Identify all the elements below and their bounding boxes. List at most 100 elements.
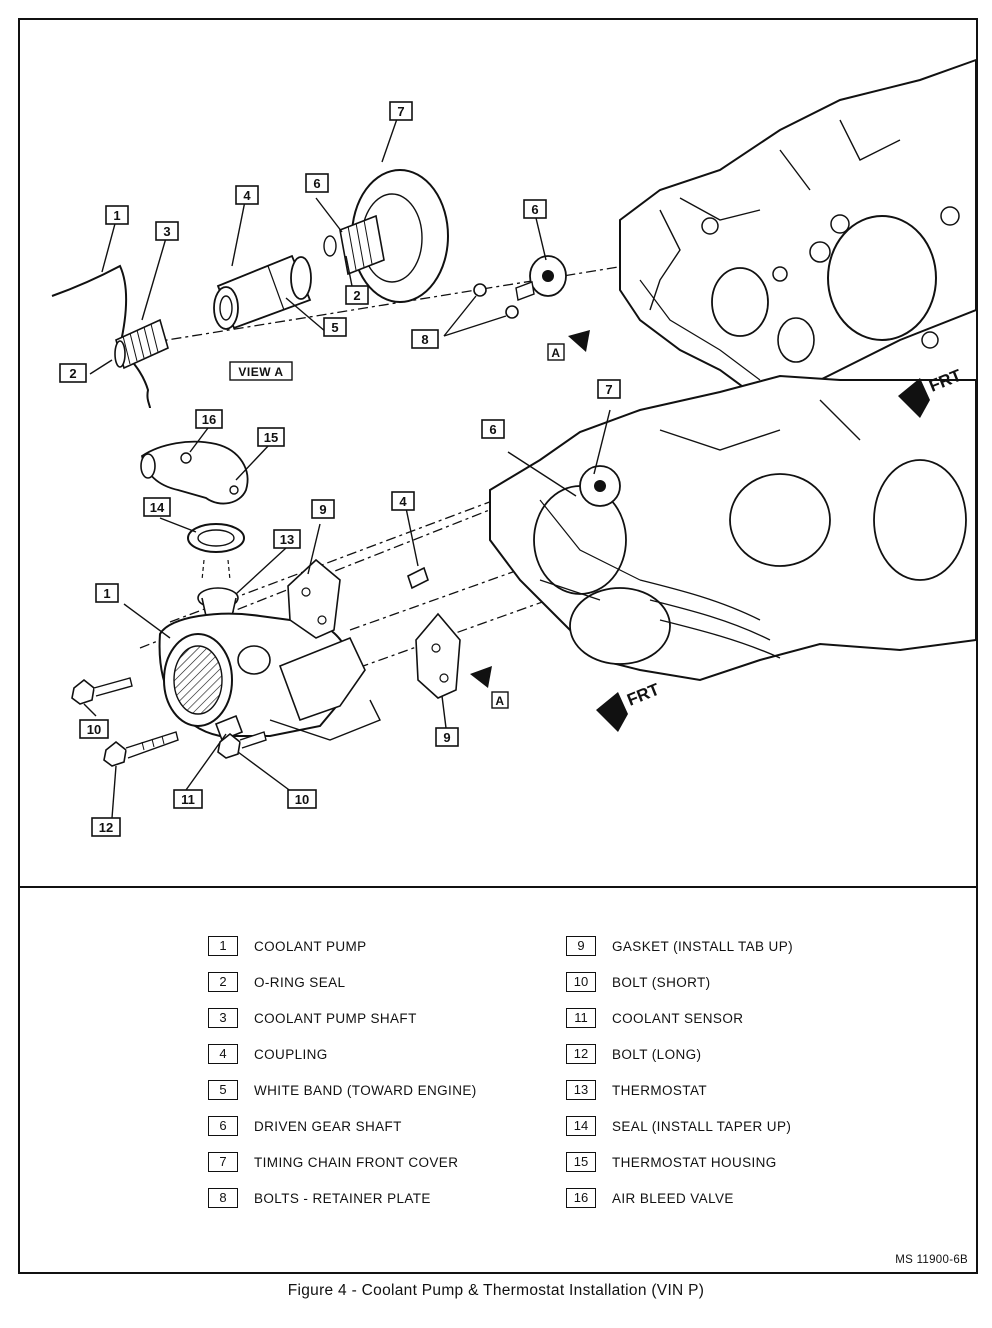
callout-bottom-9b: 9	[435, 727, 459, 747]
callout-top-6a: 6	[305, 173, 329, 193]
callout-bottom-7: 7	[597, 379, 621, 399]
legend-label: O-RING SEAL	[254, 974, 346, 990]
svg-text:A: A	[551, 346, 560, 360]
callout-bottom-9a: 9	[311, 499, 335, 519]
legend-number: 1	[208, 936, 238, 956]
callout-top-7: 7	[389, 101, 413, 121]
svg-text:8: 8	[421, 332, 428, 347]
legend-label: COOLANT PUMP	[254, 938, 367, 954]
legend-number: 15	[566, 1152, 596, 1172]
exploded-diagram: VIEW A A A FRT FRT 1 3 2 4 5 6 2 7 6 8 1…	[51, 58, 976, 837]
svg-text:12: 12	[99, 820, 113, 835]
legend-number: 13	[566, 1080, 596, 1100]
engine-block-bottom	[489, 374, 976, 682]
callout-top-8: 8	[411, 329, 439, 349]
legend-number: 2	[208, 972, 238, 992]
legend-label: BOLT (LONG)	[612, 1046, 702, 1062]
legend-number: 5	[208, 1080, 238, 1100]
svg-text:7: 7	[397, 104, 404, 119]
view-marker-bottom: A	[491, 691, 509, 709]
legend-label: COUPLING	[254, 1046, 328, 1062]
coolant-sensor	[214, 714, 244, 742]
svg-text:6: 6	[313, 176, 320, 191]
view-a-arrow-top	[568, 330, 590, 352]
view-a-arrow-bottom	[470, 666, 492, 688]
svg-text:VIEW A: VIEW A	[238, 365, 283, 379]
pump-shaft	[114, 318, 169, 370]
front-arrow-bottom	[596, 692, 628, 732]
legend-item: 10 BOLT (SHORT)	[566, 964, 793, 1000]
svg-text:9: 9	[443, 730, 450, 745]
legend-number: 11	[566, 1008, 596, 1028]
legend-item: 7 TIMING CHAIN FRONT COVER	[208, 1144, 477, 1180]
legend-label: THERMOSTAT HOUSING	[612, 1154, 777, 1170]
front-arrow-top	[898, 378, 930, 418]
svg-text:10: 10	[295, 792, 309, 807]
legend-item: 13 THERMOSTAT	[566, 1072, 793, 1108]
callout-top-4: 4	[235, 185, 259, 205]
thermostat-housing	[140, 440, 249, 505]
callout-bottom-10b: 10	[287, 789, 317, 809]
legend-label: AIR BLEED VALVE	[612, 1190, 734, 1206]
legend-item: 9 GASKET (INSTALL TAB UP)	[566, 928, 793, 964]
legend-label: COOLANT PUMP SHAFT	[254, 1010, 417, 1026]
view-a-label: VIEW A	[229, 361, 293, 381]
bolt-short-lower	[217, 731, 267, 759]
callout-bottom-16: 16	[195, 409, 223, 429]
legend-label: TIMING CHAIN FRONT COVER	[254, 1154, 459, 1170]
legend-item: 2 O-RING SEAL	[208, 964, 477, 1000]
legend-number: 16	[566, 1188, 596, 1208]
legend-label: BOLT (SHORT)	[612, 974, 711, 990]
legend-label: WHITE BAND (TOWARD ENGINE)	[254, 1082, 477, 1098]
legend-label: THERMOSTAT	[612, 1082, 707, 1098]
callout-top-2a: 2	[59, 363, 87, 383]
legend-number: 8	[208, 1188, 238, 1208]
legend-item: 16 AIR BLEED VALVE	[566, 1180, 793, 1216]
svg-text:5: 5	[331, 320, 338, 335]
callout-top-5: 5	[323, 317, 347, 337]
bolt-long	[103, 731, 179, 767]
figure-frame: VIEW A A A FRT FRT 1 3 2 4 5 6 2 7 6 8 1…	[18, 18, 978, 1274]
bolt-short-upper	[71, 677, 133, 705]
svg-text:10: 10	[87, 722, 101, 737]
coupling-small	[407, 566, 429, 590]
legend-item: 1 COOLANT PUMP	[208, 928, 477, 964]
svg-text:2: 2	[353, 288, 360, 303]
thermostat-seal	[187, 523, 245, 581]
legend-label: GASKET (INSTALL TAB UP)	[612, 938, 793, 954]
callout-bottom-6: 6	[481, 419, 505, 439]
legend-number: 9	[566, 936, 596, 956]
figure-caption: Figure 4 - Coolant Pump & Thermostat Ins…	[287, 1282, 705, 1299]
legend-item: 15 THERMOSTAT HOUSING	[566, 1144, 793, 1180]
coolant-pump	[158, 612, 381, 741]
gasket-lower	[415, 612, 461, 699]
svg-text:7: 7	[605, 382, 612, 397]
legend-number: 14	[566, 1116, 596, 1136]
driven-gear-cover	[323, 169, 449, 303]
svg-text:4: 4	[399, 494, 407, 509]
svg-text:6: 6	[489, 422, 496, 437]
svg-text:3: 3	[163, 224, 170, 239]
legend-number: 10	[566, 972, 596, 992]
legend-item: 5 WHITE BAND (TOWARD ENGINE)	[208, 1072, 477, 1108]
legend-label: DRIVEN GEAR SHAFT	[254, 1118, 402, 1134]
view-marker-top: A	[547, 343, 565, 361]
callout-top-2b: 2	[345, 285, 369, 305]
callout-bottom-1: 1	[95, 583, 119, 603]
thermostat	[197, 587, 239, 617]
callout-top-6b: 6	[523, 199, 547, 219]
legend-number: 7	[208, 1152, 238, 1172]
legend-divider	[20, 886, 976, 888]
callout-bottom-13: 13	[273, 529, 301, 549]
callout-bottom-10a: 10	[79, 719, 109, 739]
callout-bottom-15: 15	[257, 427, 285, 447]
callout-top-3: 3	[155, 221, 179, 241]
callout-bottom-4: 4	[391, 491, 415, 511]
